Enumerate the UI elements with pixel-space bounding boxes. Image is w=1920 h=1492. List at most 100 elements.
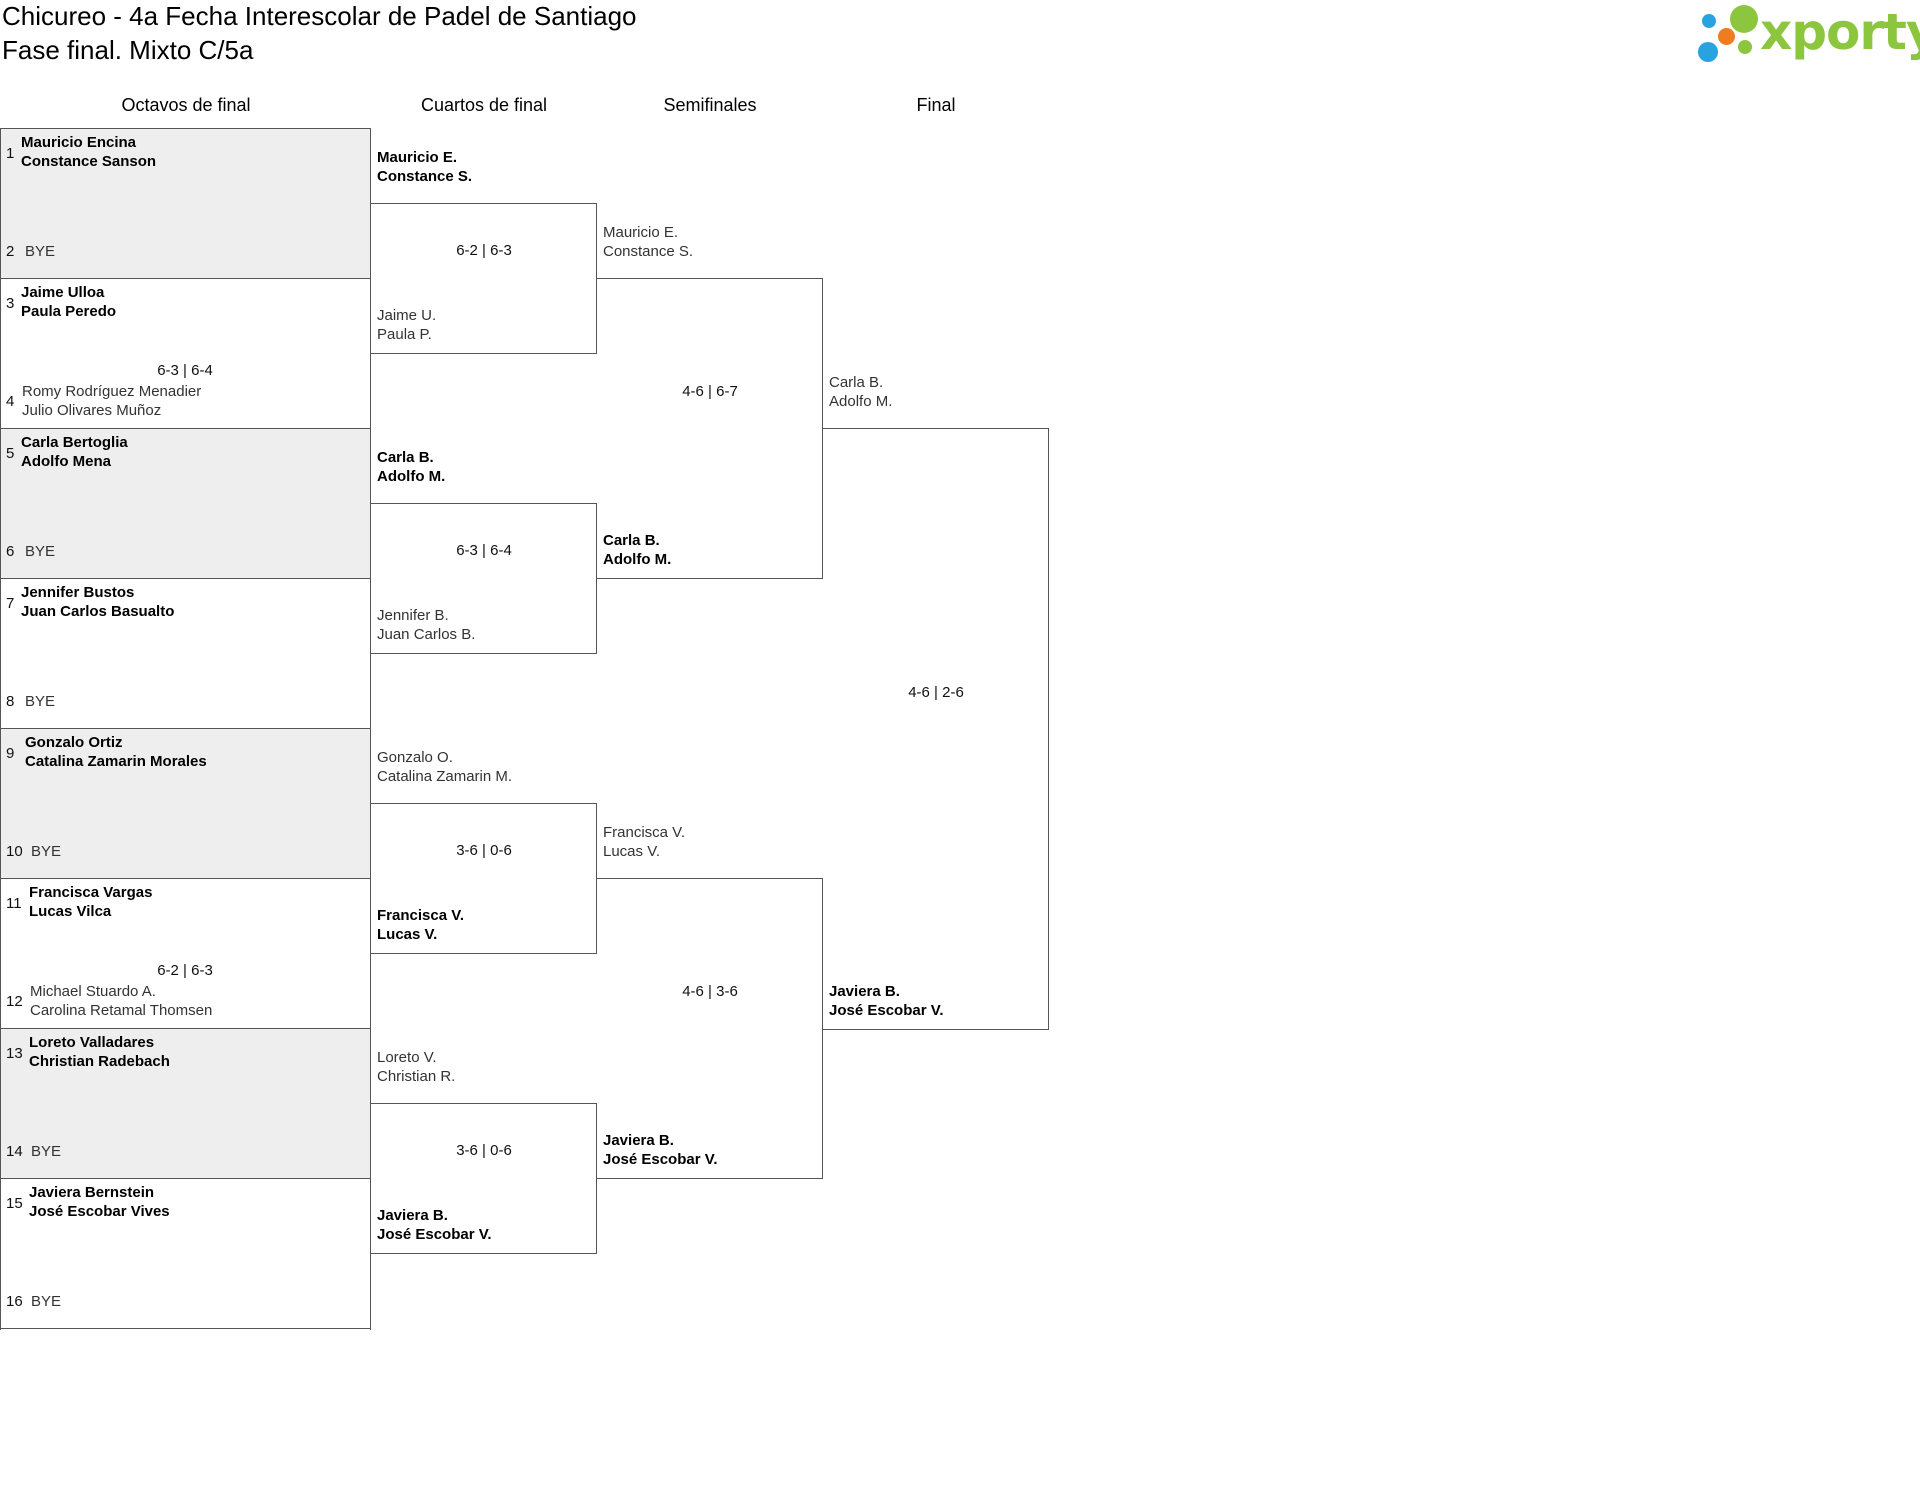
r16-team-b-line: BYE [25, 693, 56, 710]
match-score: 4-6 | 2-6 [908, 684, 964, 701]
page-title: Chicureo - 4a Fecha Interescolar de Pade… [2, 1, 637, 31]
r16-team-a-line: Constance Sanson [21, 153, 157, 170]
match-score: 6-2 | 6-3 [157, 962, 213, 979]
seed-number: 13 [6, 1045, 23, 1062]
r16-team-a-line: Lucas Vilca [29, 903, 112, 920]
r16-team-a-line: Paula Peredo [21, 303, 117, 320]
round-header-final: Final [916, 95, 956, 115]
team-b-semifinals: Carla B. Adolfo M. [603, 531, 671, 569]
r16-team-b-line: BYE [25, 243, 56, 260]
match-divider [0, 728, 371, 729]
r16-team-a-line: Javiera Bernstein [29, 1184, 155, 1201]
team-b-final-line: Javiera B. [829, 983, 900, 1000]
match-score: 6-3 | 6-4 [456, 542, 512, 559]
team-b-final: Javiera B. José Escobar V. [829, 982, 944, 1020]
r16-team-b-line: Julio Olivares Muñoz [22, 402, 162, 419]
seed-number: 3 [6, 295, 15, 312]
team-a-quarterfinals-line: Constance S. [377, 168, 473, 185]
r16-team-b: Michael Stuardo A. Carolina Retamal Thoms… [30, 982, 212, 1020]
logo-dot-blue [1698, 42, 1718, 62]
r16-team-a-line: Juan Carlos Basualto [21, 603, 175, 620]
bracket-border-left [0, 128, 1, 1330]
r16-team-b: BYE [31, 842, 61, 861]
r16-team-b-line: Carolina Retamal Thomsen [30, 1002, 213, 1019]
round-header-octavos: Octavos de final [121, 95, 251, 115]
r16-team-a-line: Francisca Vargas [29, 884, 153, 901]
r16-team-a-line: Carla Bertoglia [21, 434, 128, 451]
seed-number: 1 [6, 145, 15, 162]
r16-team-b: BYE [31, 1292, 61, 1311]
team-b-semifinals-line: José Escobar V. [603, 1151, 718, 1168]
team-b-quarterfinals: Jennifer B.Juan Carlos B. [377, 606, 475, 644]
logo-wordmark: xporty [1760, 3, 1920, 61]
match-score: 6-3 | 6-4 [157, 362, 213, 379]
r16-team-a-line: Loreto Valladares [29, 1034, 155, 1051]
team-b-quarterfinals: Francisca V.Lucas V. [377, 906, 464, 944]
r16-team-a-line: José Escobar Vives [29, 1203, 170, 1220]
r16-team-a-line: Jennifer Bustos [21, 584, 135, 601]
seed-number: 5 [6, 445, 15, 462]
team-b-quarterfinals-line: Jaime U. [377, 307, 437, 324]
seed-number: 10 [6, 843, 23, 860]
team-b-quarterfinals-line: Juan Carlos B. [377, 626, 476, 643]
r16-team-a-line: Catalina Zamarin Morales [25, 753, 207, 770]
team-b-semifinals-line: Adolfo M. [603, 551, 672, 568]
team-a-quarterfinals-line: Carla B. [377, 449, 434, 466]
round-header-semifinales: Semifinales [663, 95, 757, 115]
match-divider [0, 878, 371, 879]
seed-number: 2 [6, 243, 15, 260]
r16-team-b: BYE [25, 692, 55, 711]
r16-team-a-line: Adolfo Mena [21, 453, 111, 470]
xporty-logo: xporty [1692, 0, 1920, 70]
match-divider [0, 278, 371, 279]
seed-number: 7 [6, 595, 15, 612]
r16-team-b-line: BYE [31, 1293, 62, 1310]
team-a-quarterfinals-line: Mauricio E. [377, 149, 458, 166]
team-a-quarterfinals-line: Christian R. [377, 1068, 456, 1085]
connector-semifinals [597, 878, 823, 1179]
team-a-quarterfinals-line: Loreto V. [377, 1049, 437, 1066]
team-b-semifinals-line: Javiera B. [603, 1132, 674, 1149]
connector-quarterfinals [371, 1103, 597, 1254]
r16-team-b-line: BYE [31, 843, 62, 860]
team-a-semifinals: Francisca V.Lucas V. [603, 823, 685, 861]
team-a-quarterfinals: Mauricio E. Constance S. [377, 148, 472, 186]
team-a-semifinals-line: Constance S. [603, 243, 694, 260]
match-divider [0, 128, 371, 129]
logo-dot-green-small [1738, 40, 1752, 54]
match-divider [0, 428, 371, 429]
match-score: 4-6 | 6-7 [682, 383, 738, 400]
team-b-final-line: José Escobar V. [829, 1002, 944, 1019]
r16-team-b: BYE [31, 1142, 61, 1161]
team-b-quarterfinals: Javiera B. José Escobar V. [377, 1206, 492, 1244]
team-b-semifinals-line: Carla B. [603, 532, 660, 549]
team-a-quarterfinals: Carla B.Adolfo M. [377, 448, 445, 486]
round-header-cuartos: Cuartos de final [420, 95, 548, 115]
team-b-quarterfinals-line: Javiera B. [377, 1207, 448, 1224]
r16-team-b-line: BYE [25, 543, 56, 560]
seed-number: 8 [6, 693, 15, 710]
r16-team-b-line: Michael Stuardo A. [30, 983, 156, 1000]
page-subtitle: Fase final. Mixto C/5a [2, 35, 254, 65]
r16-team-b: BYE [25, 542, 55, 561]
team-a-final-line: Carla B. [829, 374, 884, 391]
r16-team-a-line: Mauricio Encina [21, 134, 137, 151]
seed-number: 14 [6, 1143, 23, 1160]
team-b-quarterfinals-line: Lucas V. [377, 926, 438, 943]
team-a-quarterfinals-line: Gonzalo O. [377, 749, 453, 766]
team-b-quarterfinals-line: Paula P. [377, 326, 432, 343]
seed-number: 9 [6, 745, 15, 762]
team-b-quarterfinals-line: José Escobar V. [377, 1226, 492, 1243]
connector-quarterfinals [371, 503, 597, 654]
match-shading [1, 129, 370, 279]
r16-team-b-line: BYE [31, 1143, 62, 1160]
seed-number: 4 [6, 393, 15, 410]
team-a-final: Carla B.Adolfo M. [829, 373, 892, 411]
logo-dot-blue-small [1702, 14, 1716, 28]
